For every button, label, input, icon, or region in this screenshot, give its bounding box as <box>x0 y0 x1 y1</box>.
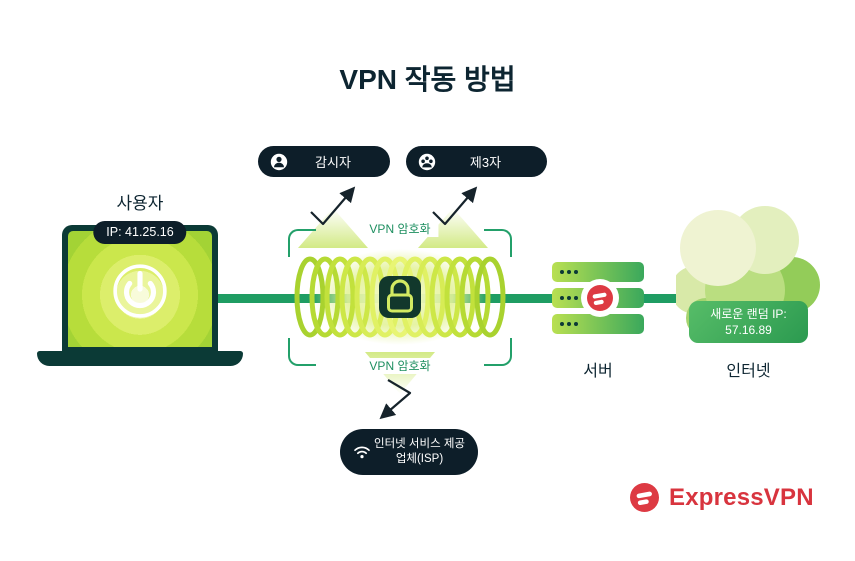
isp-label-line2: 업체(ISP) <box>395 453 444 465</box>
new-ip-label: 새로운 랜덤 IP: <box>710 307 787 321</box>
wifi-icon <box>354 446 370 459</box>
isp-label: 인터넷 서비스 제공 업체(ISP) <box>371 437 468 467</box>
deflected-arrow-icon <box>310 186 356 226</box>
expressvpn-wordmark: ExpressVPN <box>669 483 814 511</box>
tunnel-corner-bracket <box>484 229 512 257</box>
internet-label: 인터넷 <box>726 363 771 380</box>
user-label: 사용자 <box>116 194 164 213</box>
new-ip-value: 57.16.89 <box>725 323 772 338</box>
tunnel-corner-bracket <box>288 338 316 366</box>
vpn-tunnel: VPN 암호화 VPN 암호화 <box>288 221 512 374</box>
tunnel-corner-bracket <box>484 338 512 366</box>
isp-label-line1: 인터넷 서비스 제공 <box>373 438 466 451</box>
expressvpn-logo-icon <box>630 483 659 512</box>
laptop-screen-glow <box>68 231 212 347</box>
laptop-screen <box>62 225 218 353</box>
expressvpn-server-badge <box>581 279 619 317</box>
person-icon <box>270 153 288 170</box>
deflected-arrow-icon <box>432 186 478 226</box>
expressvpn-icon <box>587 285 613 311</box>
vpn-tunnel-rings <box>294 249 506 345</box>
page-title: VPN 작동 방법 <box>339 64 516 95</box>
third-party-pill: 제3자 <box>406 146 547 177</box>
deflection-glow <box>418 208 488 248</box>
surveillance-label: 감시자 <box>315 155 351 170</box>
isp-arrow-icon <box>379 379 412 420</box>
isp-pill: 인터넷 서비스 제공 업체(ISP) <box>340 429 478 475</box>
new-ip-badge: 새로운 랜덤 IP: 57.16.89 <box>689 301 808 343</box>
surveillance-pill: 감시자 <box>258 146 390 177</box>
encryption-label-bottom: VPN 암호화 <box>361 358 439 374</box>
encryption-label-top: VPN 암호화 <box>361 221 439 237</box>
server-rack-bar <box>552 262 644 282</box>
user-ip-badge: IP: 41.25.16 <box>93 221 187 244</box>
server-label: 서버 <box>583 363 613 380</box>
third-party-label: 제3자 <box>469 155 502 170</box>
power-icon <box>113 264 167 318</box>
lock-icon <box>379 276 421 318</box>
tunnel-corner-bracket <box>288 229 316 257</box>
laptop-base <box>37 351 243 366</box>
server-rack-bar <box>552 314 644 334</box>
group-icon <box>418 153 436 170</box>
brand-logo: ExpressVPN <box>629 482 814 513</box>
